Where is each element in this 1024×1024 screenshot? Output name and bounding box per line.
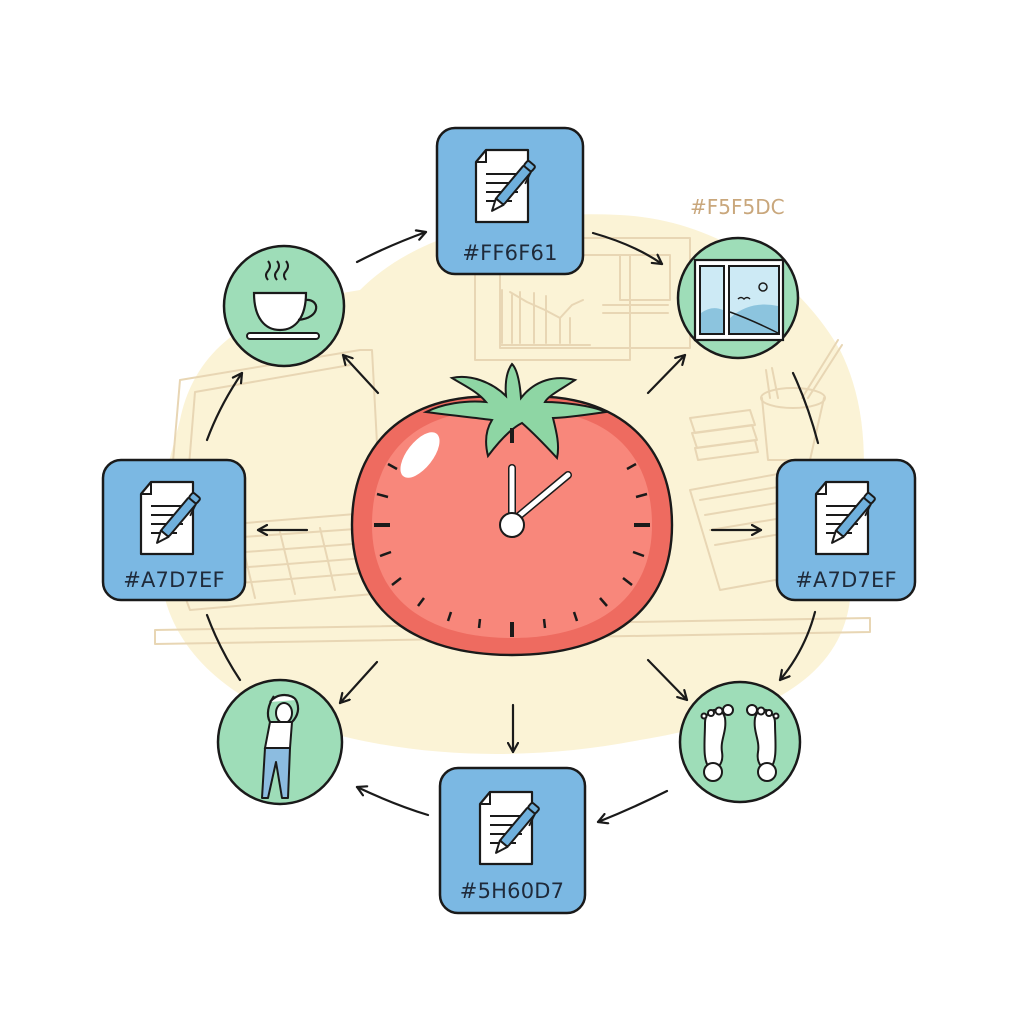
stretching-person-icon bbox=[261, 693, 300, 799]
tomato-leaves bbox=[422, 362, 610, 461]
arrow-walk-to-work-bottom bbox=[596, 789, 669, 822]
document-pen-icon bbox=[478, 790, 544, 866]
arrow-center-to-stretch bbox=[338, 660, 379, 705]
work-box-right[interactable]: #A7D7EF bbox=[775, 458, 917, 602]
footprints-icon bbox=[700, 704, 780, 782]
break-circle-stretch[interactable] bbox=[216, 678, 344, 806]
clock-ticks bbox=[374, 428, 650, 637]
arrow-center-to-coffee bbox=[341, 353, 380, 395]
document-pen-icon bbox=[474, 148, 540, 224]
tomato-highlight bbox=[400, 432, 440, 478]
background-color-label: #F5F5DC bbox=[690, 195, 785, 219]
break-circle-coffee[interactable] bbox=[222, 244, 346, 368]
document-pen-icon bbox=[139, 480, 205, 556]
arrow-work-top-to-window bbox=[591, 231, 664, 266]
work-box-top[interactable]: #FF6F61 bbox=[435, 126, 585, 276]
break-circle-window[interactable] bbox=[676, 236, 800, 360]
work-box-label: #FF6F61 bbox=[462, 241, 557, 265]
clock-center bbox=[499, 512, 525, 538]
arrow-work-right-to-walk bbox=[778, 610, 817, 682]
arrow-center-to-window bbox=[646, 353, 687, 395]
work-box-left[interactable]: #A7D7EF bbox=[101, 458, 247, 602]
center-arrows bbox=[256, 353, 763, 754]
arrow-work-bottom-to-stretch bbox=[355, 787, 430, 817]
work-box-label: #A7D7EF bbox=[123, 568, 225, 592]
arrow-window-to-work-right bbox=[791, 371, 820, 445]
tomato-timer bbox=[350, 362, 674, 657]
work-box-bottom[interactable]: #5H60D7 bbox=[438, 766, 587, 915]
arrow-center-to-walk bbox=[646, 658, 689, 702]
window-landscape-icon bbox=[693, 258, 785, 342]
desk-sketch bbox=[154, 617, 871, 645]
work-box-label: #5H60D7 bbox=[460, 879, 564, 903]
cycle-arrows bbox=[205, 231, 820, 822]
arrow-coffee-to-work-top bbox=[355, 232, 428, 264]
work-box-label: #A7D7EF bbox=[795, 568, 897, 592]
document-pen-icon bbox=[814, 480, 880, 556]
coffee-cup-icon bbox=[246, 260, 320, 340]
break-circle-walk[interactable] bbox=[678, 680, 802, 804]
arrow-stretch-to-work-left bbox=[205, 613, 242, 682]
arrow-work-left-to-coffee bbox=[205, 371, 244, 442]
